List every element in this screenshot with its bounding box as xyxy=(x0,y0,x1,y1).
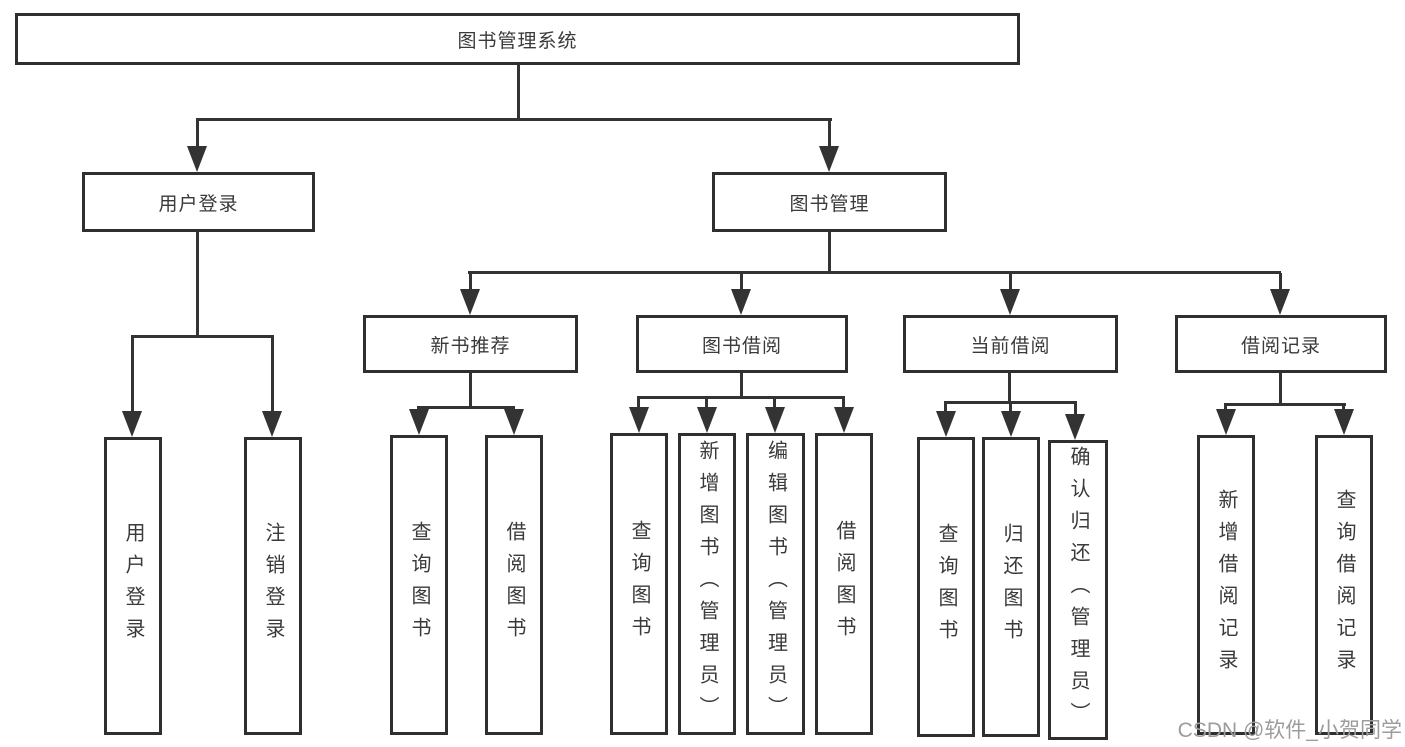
connector-line xyxy=(131,335,274,338)
leaf-confirm-return-admin-label: 确认归还（管理员） xyxy=(1067,446,1089,734)
leaf-current-search-book: 查询图书 xyxy=(917,437,975,737)
leaf-recommend-search-book-label: 查询图书 xyxy=(408,521,430,649)
leaf-add-book-admin: 新增图书（管理员） xyxy=(678,433,736,735)
arrow-down-icon xyxy=(262,411,282,437)
connector-line xyxy=(417,406,515,409)
arrow-down-icon xyxy=(819,146,839,172)
leaf-add-book-admin-label: 新增图书（管理员） xyxy=(696,440,718,728)
leaf-add-borrow-record-label: 新增借阅记录 xyxy=(1215,489,1237,681)
node-root-label: 图书管理系统 xyxy=(457,30,578,52)
node-book-borrow: 图书借阅 xyxy=(636,315,848,373)
node-user-login: 用户登录 xyxy=(82,172,315,232)
connector-line xyxy=(740,373,743,397)
connector-line xyxy=(1074,403,1077,414)
leaf-edit-book-admin: 编辑图书（管理员） xyxy=(746,433,805,735)
leaf-recommend-borrow-book: 借阅图书 xyxy=(485,435,543,735)
connector-line xyxy=(469,373,472,407)
connector-line xyxy=(1009,273,1012,289)
connector-line xyxy=(1279,373,1282,404)
connector-line xyxy=(637,398,640,407)
arrow-down-icon xyxy=(1270,289,1290,315)
connector-line xyxy=(828,232,831,272)
connector-line xyxy=(944,401,1077,404)
leaf-borrow-search-book: 查询图书 xyxy=(610,433,668,735)
leaf-add-borrow-record: 新增借阅记录 xyxy=(1197,435,1255,735)
connector-line xyxy=(196,120,199,148)
leaf-user-login: 用户登录 xyxy=(104,437,162,735)
connector-line xyxy=(705,398,708,407)
leaf-borrow-book-label: 借阅图书 xyxy=(833,520,855,648)
leaf-borrow-search-book-label: 查询图书 xyxy=(628,520,650,648)
connector-line xyxy=(773,398,776,407)
connector-line xyxy=(1224,405,1227,409)
arrow-down-icon xyxy=(409,409,429,435)
leaf-borrow-book: 借阅图书 xyxy=(815,433,873,735)
connector-line xyxy=(196,232,199,336)
leaf-return-book: 归还图书 xyxy=(982,437,1040,737)
connector-line xyxy=(517,65,520,119)
node-borrow-records-label: 借阅记录 xyxy=(1240,335,1321,357)
connector-line xyxy=(637,396,845,399)
node-book-management-label: 图书管理 xyxy=(789,193,870,215)
node-borrow-records: 借阅记录 xyxy=(1175,315,1387,373)
leaf-logout: 注销登录 xyxy=(244,437,302,735)
arrow-down-icon xyxy=(1001,411,1021,437)
arrow-down-icon xyxy=(1216,409,1236,435)
node-new-book-recommend: 新书推荐 xyxy=(363,315,578,373)
leaf-recommend-borrow-book-label: 借阅图书 xyxy=(503,521,525,649)
arrow-down-icon xyxy=(834,407,854,433)
arrow-down-icon xyxy=(936,411,956,437)
arrow-down-icon xyxy=(460,289,480,315)
arrow-down-icon xyxy=(731,289,751,315)
node-current-borrow-label: 当前借阅 xyxy=(970,335,1051,357)
connector-line xyxy=(1009,403,1012,411)
arrow-down-icon xyxy=(187,146,207,172)
leaf-current-search-book-label: 查询图书 xyxy=(935,523,957,651)
csdn-watermark: CSDN @软件_小贺同学 xyxy=(1177,719,1402,742)
arrow-down-icon xyxy=(504,409,524,435)
leaf-search-borrow-record: 查询借阅记录 xyxy=(1315,435,1373,735)
arrow-down-icon xyxy=(1000,289,1020,315)
node-user-login-label: 用户登录 xyxy=(158,193,239,215)
node-current-borrow: 当前借阅 xyxy=(903,315,1118,373)
node-book-borrow-label: 图书借阅 xyxy=(701,335,782,357)
connector-line xyxy=(1342,405,1345,409)
connector-line xyxy=(271,337,274,411)
leaf-return-book-label: 归还图书 xyxy=(1000,523,1022,651)
leaf-edit-book-admin-label: 编辑图书（管理员） xyxy=(764,440,787,728)
connector-line xyxy=(944,403,947,411)
connector-line xyxy=(1008,373,1011,402)
node-root: 图书管理系统 xyxy=(15,13,1020,65)
arrow-down-icon xyxy=(1065,414,1085,440)
leaf-search-borrow-record-label: 查询借阅记录 xyxy=(1333,489,1355,681)
connector-line xyxy=(468,271,1281,274)
connector-line xyxy=(842,398,845,407)
connector-line xyxy=(469,273,472,289)
connector-line xyxy=(1279,273,1282,289)
arrow-down-icon xyxy=(1334,409,1354,435)
connector-line xyxy=(196,118,832,121)
connector-line xyxy=(131,337,134,411)
connector-line xyxy=(1224,403,1346,406)
arrow-down-icon xyxy=(697,407,717,433)
leaf-logout-label: 注销登录 xyxy=(262,522,284,650)
arrow-down-icon xyxy=(629,407,649,433)
arrow-down-icon xyxy=(765,407,785,433)
node-new-book-recommend-label: 新书推荐 xyxy=(430,335,511,357)
connector-line xyxy=(828,120,831,148)
leaf-confirm-return-admin: 确认归还（管理员） xyxy=(1048,440,1108,740)
node-book-management: 图书管理 xyxy=(712,172,947,232)
arrow-down-icon xyxy=(122,411,142,437)
connector-line xyxy=(740,273,743,289)
leaf-user-login-label: 用户登录 xyxy=(122,522,144,650)
leaf-recommend-search-book: 查询图书 xyxy=(390,435,448,735)
